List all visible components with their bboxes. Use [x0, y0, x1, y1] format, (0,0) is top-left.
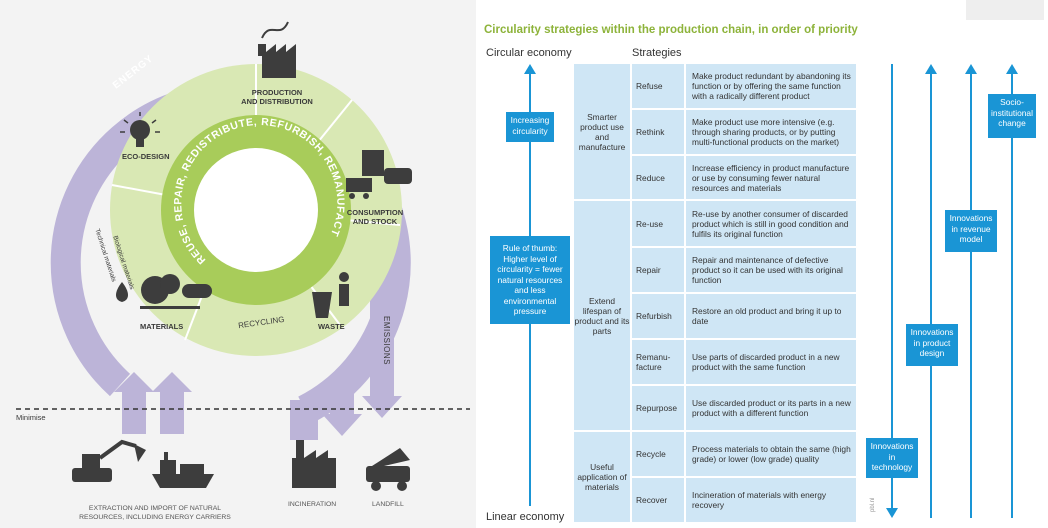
- landfill-label: LANDFILL: [372, 501, 404, 508]
- innovation-product-design-box: Innovations in product design: [906, 324, 958, 366]
- strategies-header: Strategies: [632, 47, 682, 59]
- technology-arrow: [886, 64, 898, 518]
- innovation-revenue-model-box: Innovations in revenue model: [945, 210, 997, 252]
- circular-economy-label: Circular economy: [486, 47, 572, 59]
- waste-icon: [312, 272, 349, 318]
- arrows-layer: [524, 64, 1018, 518]
- strategy-description: Use discarded product or its parts in a …: [686, 386, 856, 430]
- increasing-circularity-box: Increasing circularity: [506, 112, 554, 142]
- minimise-label: Minimise: [16, 413, 46, 422]
- strategy-cell: Re-use: [632, 201, 684, 246]
- strategy-cell: Remanu-facture: [632, 340, 684, 384]
- excavator-icon: [72, 439, 146, 482]
- strategy-cell: Reduce: [632, 156, 684, 199]
- shopping-icon: [346, 150, 412, 199]
- group-useful-application: Useful application of materials: [574, 432, 630, 522]
- product-design-arrow: [925, 64, 937, 518]
- linear-economy-label: Linear economy: [486, 511, 565, 523]
- socio-institutional-arrow: [1006, 64, 1018, 518]
- strategy-description: Process materials to obtain the same (hi…: [686, 432, 856, 476]
- strategy-cell: Refurbish: [632, 294, 684, 338]
- strategy-description: Increase efficiency in product manufactu…: [686, 156, 856, 199]
- strategy-description: Make product redundant by abandoning its…: [686, 64, 856, 108]
- innovation-socio-institutional-box: Socio-institutional change: [988, 94, 1036, 138]
- strategy-description: Restore an old product and bring it up t…: [686, 294, 856, 338]
- strategy-cell: Recover: [632, 478, 684, 522]
- revenue-model-arrow: [965, 64, 977, 518]
- table-title: Circularity strategies within the produc…: [484, 24, 858, 36]
- eco-design-label: ECO-DESIGN: [122, 152, 170, 161]
- materials-label: MATERIALS: [140, 322, 184, 331]
- strategy-cell: Recycle: [632, 432, 684, 476]
- strategy-cell: Refuse: [632, 64, 684, 108]
- materials-icon: [116, 274, 212, 309]
- strategy-cell: Repurpose: [632, 386, 684, 430]
- strategy-description: Use parts of discarded product in a new …: [686, 340, 856, 384]
- top-right-tab: [966, 0, 1044, 20]
- incinerator-icon: [292, 440, 336, 488]
- innovation-technology-box: Innovations in technology: [866, 438, 918, 478]
- group-extend-lifespan: Extend lifespan of product and its parts: [574, 201, 630, 430]
- incineration-label: INCINERATION: [288, 501, 337, 508]
- strategy-description: Make product use more intensive (e.g. th…: [686, 110, 856, 154]
- inner-ring-text-layer: REUSE, REPAIR, REDISTRIBUTE, REFURBISH, …: [0, 0, 346, 266]
- strategy-cell: Rethink: [632, 110, 684, 154]
- factory-icon: [258, 21, 296, 78]
- strategy-description: Repair and maintenance of defective prod…: [686, 248, 856, 292]
- group-smarter-use: Smarter product use and manufacture: [574, 64, 630, 199]
- waste-label: WASTE: [318, 322, 345, 331]
- strategy-description: Re-use by another consumer of discarded …: [686, 201, 856, 246]
- output-arrows: [290, 290, 402, 440]
- ship-icon: [152, 452, 214, 488]
- strategy-cell: Repair: [632, 248, 684, 292]
- truck-icon: [366, 448, 410, 491]
- strategy-description: Incineration of materials with energy re…: [686, 478, 856, 522]
- circular-economy-diagram: ENERGY REUSE, REPAIR, REDISTRIBUTE, REFU…: [0, 0, 476, 528]
- credit-label: pbl.nl: [870, 497, 876, 512]
- svg-text:REUSE, REPAIR, REDISTRIBUTE, R: REUSE, REPAIR, REDISTRIBUTE, REFURBISH, …: [0, 0, 346, 266]
- inner-ring-label: REUSE, REPAIR, REDISTRIBUTE, REFURBISH, …: [0, 0, 346, 266]
- rule-of-thumb-box: Rule of thumb: Higher level of circulari…: [490, 236, 570, 324]
- lightbulb-icon: [120, 112, 160, 147]
- circular-economy-graphic: ENERGY: [16, 21, 470, 491]
- emissions-label: EMISSIONS: [381, 316, 391, 365]
- inner-disk: [194, 148, 318, 272]
- circularity-strategies-table: Circularity strategies within the produc…: [476, 0, 1048, 528]
- input-arrows: [114, 372, 192, 434]
